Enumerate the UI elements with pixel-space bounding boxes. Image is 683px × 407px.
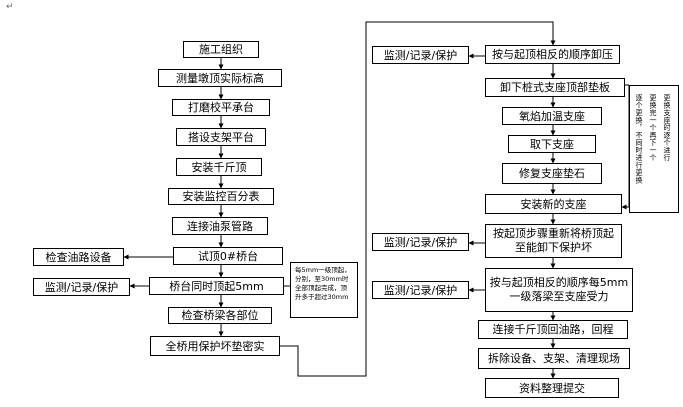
step-connect-pump-pipes: 连接油泵管路 xyxy=(172,217,268,235)
bearing-replacement-note-box: 更换支座时逐个进行 更换完一个再下一个 逐个更换，不同时进行更换 xyxy=(629,85,679,213)
note-column-3: 逐个更换，不同时进行更换 xyxy=(635,94,643,184)
step-abutment-jack-5mm: 桥台同时顶起5mm xyxy=(149,277,284,295)
jacking-note-box: 每5mm一级顶起，分别，至30mm时全部顶起完成，顶升多于超过30mm xyxy=(290,262,358,318)
step-construction-organization: 施工组织 xyxy=(183,41,259,58)
monitor-record-protect-box-top: 监测/记录/保护 xyxy=(372,46,469,64)
step-remove-top-plate: 卸下桩式支座顶部垫板 xyxy=(485,78,625,97)
step-build-support-platform: 搭设支架平台 xyxy=(176,128,266,146)
step-measure-pier-elevation: 测量墩顶实际标高 xyxy=(158,69,282,87)
step-clear-site: 拆除设备、支架、清理现场 xyxy=(478,348,630,369)
step-protection-blocks: 全桥用保护坏垫密实 xyxy=(150,336,280,356)
paragraph-mark: ↵ xyxy=(6,2,14,12)
step-lower-beam: 按与起顶相反的顺序每5mm一级落梁至支座受力 xyxy=(485,268,633,312)
step-heat-bearing: 氧焰加温支座 xyxy=(502,107,602,125)
step-trial-jack-abutment: 试顶0#桥台 xyxy=(173,247,283,265)
step-grind-level-cap: 打磨校平承台 xyxy=(172,99,270,116)
step-rejack-bridge: 按起顶步骤重新将桥顶起至能卸下保护坏 xyxy=(485,224,622,258)
step-install-jacks: 安装千斤顶 xyxy=(176,158,262,176)
note-column-2: 更换完一个再下一个 xyxy=(649,94,657,162)
note-column-1: 更换支座时逐个进行 xyxy=(663,94,671,162)
check-oil-equipment-box: 检查油路设备 xyxy=(33,248,124,266)
step-repair-pad-stone: 修复支座垫石 xyxy=(502,163,602,184)
step-connect-return-oil: 连接千斤顶回油路，回程 xyxy=(478,320,628,339)
monitor-record-protect-box-mid: 监测/记录/保护 xyxy=(372,233,469,251)
monitor-record-protect-box-low: 监测/记录/保护 xyxy=(372,281,469,299)
step-inspect-bridge: 检查桥梁各部位 xyxy=(168,307,272,324)
step-remove-bearing: 取下支座 xyxy=(508,135,596,153)
step-submit-documents: 资料整理提交 xyxy=(485,378,619,398)
step-install-dial-gauges: 安装监控百分表 xyxy=(168,188,274,205)
monitor-record-protect-box-left: 监测/记录/保护 xyxy=(33,278,130,296)
step-release-pressure: 按与起顶相反的顺序卸压 xyxy=(485,45,620,64)
step-install-new-bearing: 安装新的支座 xyxy=(485,194,622,214)
